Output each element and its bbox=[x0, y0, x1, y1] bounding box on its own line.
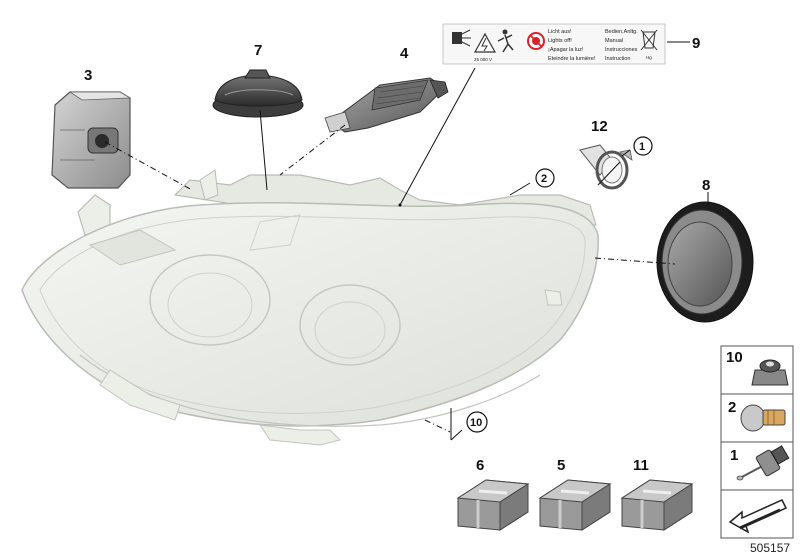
part-number-12: 12 bbox=[591, 118, 608, 135]
voltage-text: 25 000 V bbox=[474, 57, 492, 62]
box-part-6 bbox=[456, 479, 530, 531]
parts-sidebar: 10 2 1 bbox=[720, 345, 794, 539]
label-right-1: Bedien.Anltg. bbox=[605, 29, 638, 35]
label-right-4: Instruction bbox=[605, 56, 630, 62]
bulb-holder-part-12 bbox=[579, 144, 633, 190]
circle-marker-1 bbox=[633, 136, 653, 156]
part-number-8: 8 bbox=[702, 177, 710, 194]
circle-marker-10 bbox=[466, 411, 488, 433]
label-line-1: Licht aus! bbox=[548, 29, 572, 35]
headlight-assembly bbox=[21, 169, 599, 446]
warning-label-part-9: 25 000 V Licht aus! Lights off! ¡Apagar … bbox=[442, 23, 666, 65]
high-voltage-icon bbox=[473, 32, 497, 53]
part-number-11: 11 bbox=[633, 457, 649, 474]
no-touch-icon bbox=[527, 32, 545, 50]
part-number-6: 6 bbox=[476, 457, 484, 474]
lamp-warning-icon bbox=[452, 29, 471, 47]
part-number-2: 2 bbox=[541, 173, 547, 185]
part-number-1: 1 bbox=[639, 141, 645, 153]
part-number-4: 4 bbox=[400, 45, 409, 62]
label-line-3: ¡Apagar la luz! bbox=[548, 47, 584, 53]
part-number-10: 10 bbox=[470, 417, 482, 429]
label-right-3: Instrucciones bbox=[605, 47, 638, 53]
part-number-3: 3 bbox=[84, 67, 92, 84]
leader-lines bbox=[104, 41, 709, 441]
part-number-7: 7 bbox=[254, 42, 262, 59]
arrow-icon bbox=[728, 499, 788, 534]
sidebar-number-1: 1 bbox=[730, 447, 738, 464]
crossed-bin-icon bbox=[640, 29, 658, 51]
sidebar-number-10: 10 bbox=[726, 349, 743, 366]
part-numbers: 3 7 4 9 12 8 1 2 10 6 5 11 bbox=[84, 35, 710, 474]
round-cover-part-8 bbox=[656, 201, 754, 323]
led-module-part-4 bbox=[324, 77, 449, 133]
part-number-5: 5 bbox=[557, 457, 565, 474]
bulb-icon bbox=[740, 404, 786, 432]
grommet-icon bbox=[751, 359, 789, 386]
label-line-4: Eteindre la lumière! bbox=[548, 56, 596, 62]
cover-cap-part-7 bbox=[212, 69, 304, 118]
xenon-bulb-icon bbox=[736, 445, 790, 481]
box-part-11 bbox=[620, 479, 694, 531]
person-icon bbox=[497, 29, 514, 53]
control-unit-part-3 bbox=[51, 91, 132, 189]
diagram-id: 505157 bbox=[750, 541, 790, 555]
hg-text: Hg bbox=[646, 55, 652, 60]
label-right-2: Manual bbox=[605, 38, 623, 44]
sidebar-number-2: 2 bbox=[728, 399, 736, 416]
part-number-9: 9 bbox=[692, 35, 700, 52]
box-part-5 bbox=[538, 479, 612, 531]
circle-marker-2 bbox=[535, 168, 555, 188]
label-line-2: Lights off! bbox=[548, 38, 572, 44]
